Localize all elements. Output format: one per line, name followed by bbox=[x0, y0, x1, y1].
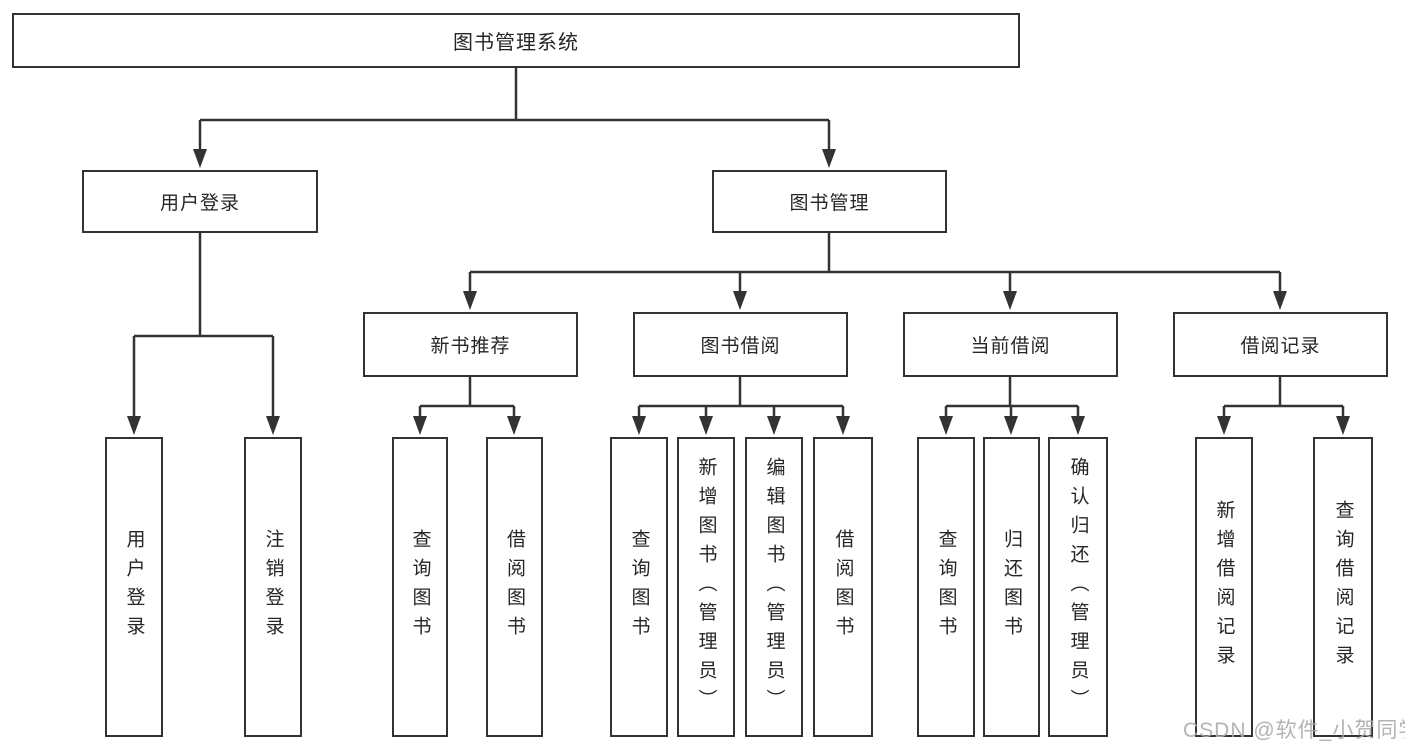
leaf-label: 查询图书 bbox=[628, 529, 650, 645]
node-borrowing-records: 借阅记录 bbox=[1173, 312, 1388, 377]
watermark: CSDN @软件_小贺同学 bbox=[1183, 719, 1405, 742]
leaf-current-confirm-return-admin: 确认归还（管理员） bbox=[1048, 437, 1108, 737]
node-library-management-system: 图书管理系统 bbox=[12, 13, 1020, 68]
arrowhead-icon bbox=[1071, 416, 1085, 435]
node-label: 图书借阅 bbox=[700, 336, 781, 357]
node-new-book-recommendation: 新书推荐 bbox=[363, 312, 578, 377]
arrowhead-icon bbox=[507, 416, 521, 435]
leaf-records-query-record: 查询借阅记录 bbox=[1313, 437, 1373, 737]
leaf-current-query-books: 查询图书 bbox=[917, 437, 975, 737]
leaf-records-add-record: 新增借阅记录 bbox=[1195, 437, 1253, 737]
node-label: 用户登录 bbox=[159, 193, 240, 214]
leaf-label: 编辑图书（管理员） bbox=[763, 456, 785, 718]
node-user-login-branch: 用户登录 bbox=[82, 170, 318, 233]
leaf-borrowing-query-books: 查询图书 bbox=[610, 437, 668, 737]
leaf-borrowing-borrow-books: 借阅图书 bbox=[813, 437, 873, 737]
arrowhead-icon bbox=[413, 416, 427, 435]
leaf-label: 确认归还（管理员） bbox=[1067, 456, 1089, 718]
leaf-newrec-query-books: 查询图书 bbox=[392, 437, 448, 737]
leaf-label: 查询图书 bbox=[935, 529, 957, 645]
node-label: 图书管理系统 bbox=[453, 32, 579, 54]
arrowhead-icon bbox=[822, 149, 836, 168]
node-label: 当前借阅 bbox=[970, 336, 1051, 357]
leaf-label: 新增图书（管理员） bbox=[695, 456, 717, 718]
arrowhead-icon bbox=[699, 416, 713, 435]
arrowhead-icon bbox=[1336, 416, 1350, 435]
leaf-borrowing-edit-books-admin: 编辑图书（管理员） bbox=[745, 437, 803, 737]
arrowhead-icon bbox=[127, 416, 141, 435]
node-book-borrowing: 图书借阅 bbox=[633, 312, 848, 377]
wire-newbook-to-leaves bbox=[418, 377, 516, 419]
wire-current-to-leaves bbox=[944, 377, 1080, 419]
arrowhead-icon bbox=[266, 416, 280, 435]
arrowhead-icon bbox=[1004, 416, 1018, 435]
leaf-borrowing-add-books-admin: 新增图书（管理员） bbox=[677, 437, 735, 737]
leaf-current-return-books: 归还图书 bbox=[983, 437, 1040, 737]
arrowhead-icon bbox=[836, 416, 850, 435]
arrowhead-icon bbox=[1273, 291, 1287, 310]
arrowhead-icon bbox=[632, 416, 646, 435]
wire-borrowing-to-leaves bbox=[637, 377, 845, 419]
wire-userlogin-to-leaves bbox=[132, 233, 275, 419]
wire-bookmgmt-to-level3 bbox=[468, 233, 1282, 294]
leaf-label: 借阅图书 bbox=[504, 529, 525, 645]
leaf-label: 借阅图书 bbox=[832, 529, 854, 645]
leaf-label: 查询图书 bbox=[409, 529, 431, 645]
arrowhead-icon bbox=[463, 291, 477, 310]
arrowhead-icon bbox=[1003, 291, 1017, 310]
leaf-user-login: 用户登录 bbox=[105, 437, 163, 737]
leaf-label: 归还图书 bbox=[1001, 529, 1022, 645]
wire-records-to-leaves bbox=[1222, 377, 1345, 419]
node-label: 图书管理 bbox=[789, 193, 870, 214]
node-current-borrowing: 当前借阅 bbox=[903, 312, 1118, 377]
leaf-label: 注销登录 bbox=[262, 529, 284, 645]
leaf-label: 查询借阅记录 bbox=[1332, 500, 1354, 674]
leaf-newrec-borrow-books: 借阅图书 bbox=[486, 437, 543, 737]
arrowhead-icon bbox=[939, 416, 953, 435]
leaf-logout: 注销登录 bbox=[244, 437, 302, 737]
leaf-label: 新增借阅记录 bbox=[1213, 500, 1235, 674]
leaf-label: 用户登录 bbox=[123, 529, 145, 645]
arrowhead-icon bbox=[767, 416, 781, 435]
node-label: 新书推荐 bbox=[430, 336, 511, 357]
arrowhead-icon bbox=[193, 149, 207, 168]
node-label: 借阅记录 bbox=[1240, 336, 1321, 357]
arrowheads bbox=[127, 149, 1350, 435]
wire-root-to-level2 bbox=[198, 68, 831, 152]
node-book-management-branch: 图书管理 bbox=[712, 170, 947, 233]
arrowhead-icon bbox=[733, 291, 747, 310]
arrowhead-icon bbox=[1217, 416, 1231, 435]
